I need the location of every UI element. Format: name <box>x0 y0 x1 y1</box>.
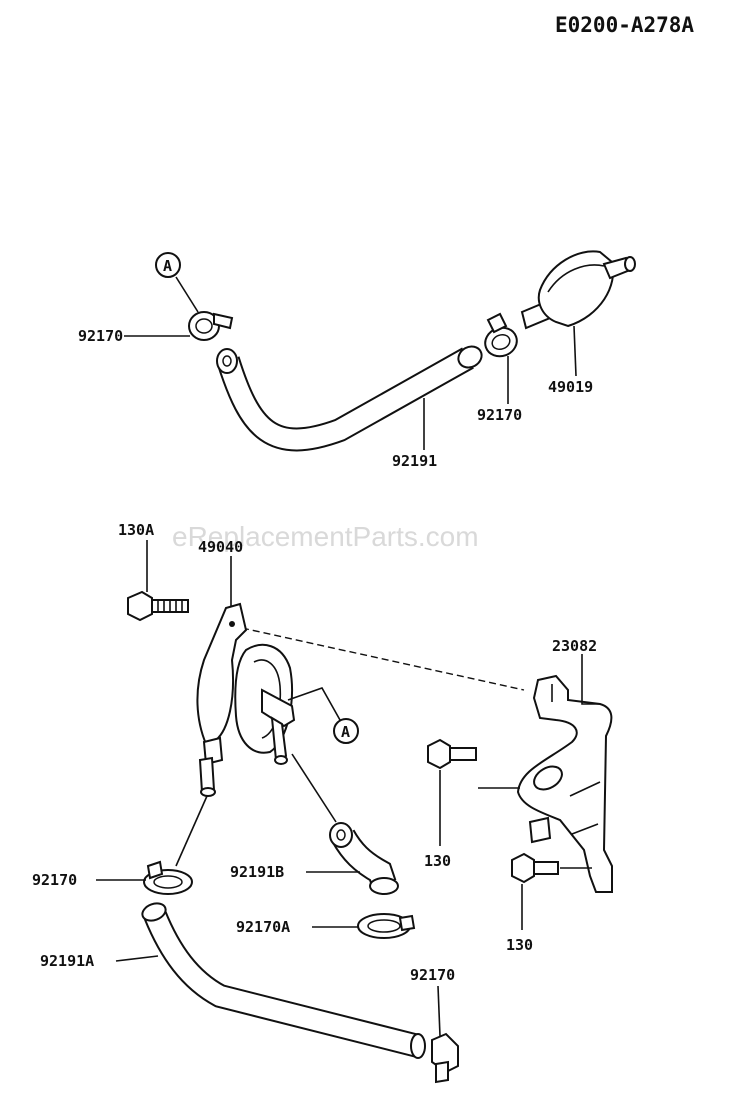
label-49040: 49040 <box>198 538 243 556</box>
diagram-code: E0200-A278A <box>555 13 694 37</box>
fuel-pump-49040[interactable] <box>196 602 296 797</box>
fuel-hose-92191B[interactable] <box>329 822 399 895</box>
clamp-92170-top-left[interactable] <box>188 311 234 341</box>
label-92170-top-right: 92170 <box>477 406 522 424</box>
fuel-hose-92191[interactable] <box>216 343 485 452</box>
label-92170-top-left: 92170 <box>78 327 123 345</box>
ref-a-top-label: A <box>163 257 172 275</box>
bolt-130-upper[interactable] <box>427 738 477 770</box>
label-92170-mid: 92170 <box>32 871 77 889</box>
leader-92170-bottom <box>437 985 441 1037</box>
reference-marker-a-top: A <box>155 252 181 278</box>
bolt-130A[interactable] <box>127 590 189 622</box>
label-92191: 92191 <box>392 452 437 470</box>
connector-pump-to-clamp-mid <box>175 795 208 867</box>
leader-49019 <box>573 325 577 377</box>
label-92170-bottom: 92170 <box>410 966 455 984</box>
reference-marker-a-mid: A <box>333 718 359 744</box>
clamp-92170-mid[interactable] <box>143 860 193 895</box>
label-130-upper: 130 <box>424 852 451 870</box>
label-23082: 23082 <box>552 637 597 655</box>
fuel-filter-49019[interactable] <box>520 250 636 330</box>
connector-pump-to-hose-92191B <box>291 753 337 823</box>
bolt-130-lower[interactable] <box>511 852 559 884</box>
clamp-92170-top-right[interactable] <box>481 312 521 361</box>
leader-ref-a-mid <box>287 687 341 721</box>
clamp-92170-bottom[interactable] <box>431 1032 459 1084</box>
leader-23082 <box>581 654 600 705</box>
alignment-dash-line <box>241 627 525 691</box>
ref-a-mid-label: A <box>341 723 350 741</box>
label-130A: 130A <box>118 521 154 539</box>
label-92191B: 92191B <box>230 863 284 881</box>
label-49019: 49019 <box>548 378 593 396</box>
clamp-92170A[interactable] <box>357 913 416 939</box>
bracket-23082[interactable] <box>516 674 613 893</box>
label-92191A: 92191A <box>40 952 94 970</box>
fuel-hose-92191A[interactable] <box>140 900 426 1059</box>
leader-ref-a-top <box>175 276 199 313</box>
leader-92191A <box>115 955 159 962</box>
label-92170A: 92170A <box>236 918 290 936</box>
watermark: eReplacementParts.com <box>172 521 479 552</box>
label-130-lower: 130 <box>506 936 533 954</box>
